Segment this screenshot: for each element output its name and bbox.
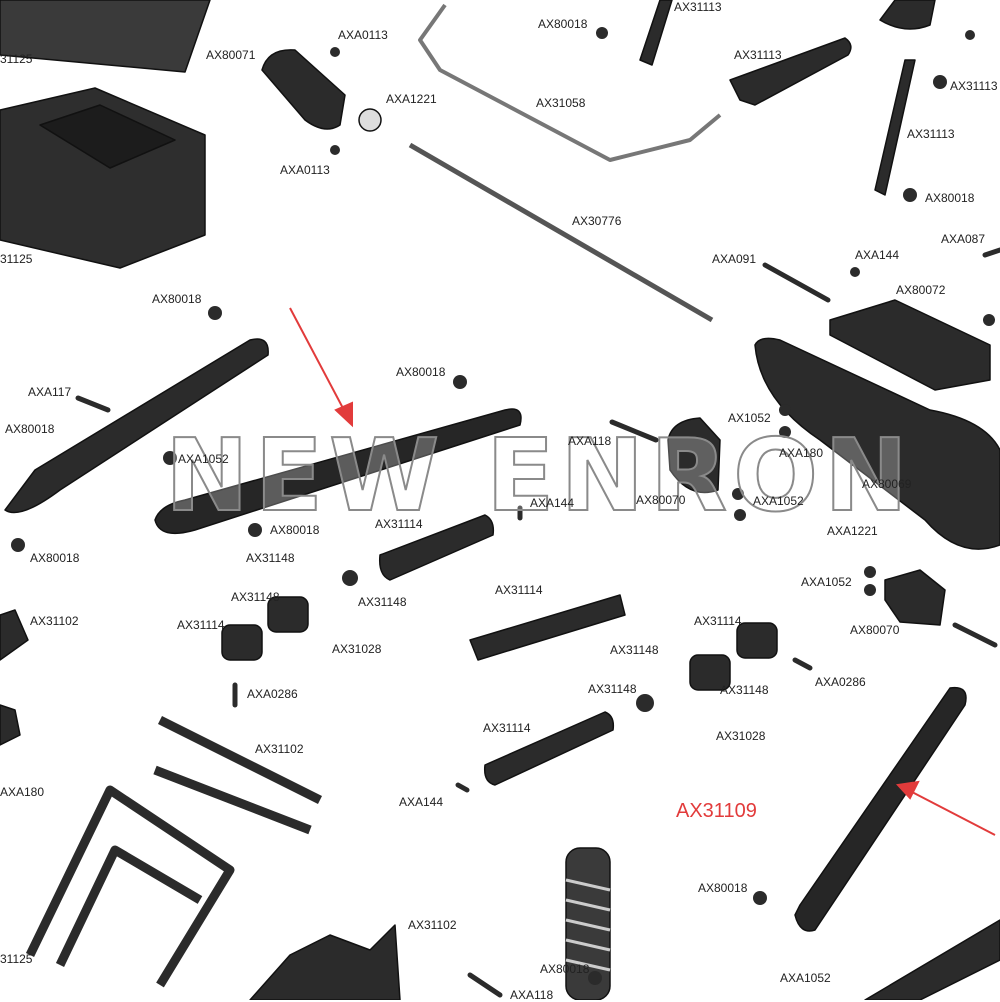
part-label: AX31028	[716, 729, 766, 743]
part-label: AXA144	[399, 795, 444, 809]
part-label: AX80018	[396, 365, 446, 379]
part-label: AX1052	[728, 411, 771, 425]
part-label: AX30776	[572, 214, 622, 228]
part-label: AX80018	[698, 881, 748, 895]
part-label: AX31114	[495, 583, 543, 597]
part-label: AX31102	[30, 614, 79, 628]
part-label: AXA118	[568, 434, 612, 448]
driveshaft-ax31114-a	[378, 514, 495, 581]
part-label: AX80018	[270, 523, 320, 537]
sway-bar-ax31058	[418, 3, 722, 162]
part-label: AXA144	[530, 496, 575, 510]
link-ax31109-left	[154, 408, 522, 535]
part-label: AXA1052	[178, 452, 229, 466]
part-label: AX80018	[30, 551, 80, 565]
part-label: AXA117	[28, 385, 72, 399]
part-label: AX31113	[950, 79, 998, 93]
part-label: AXA118	[510, 988, 554, 1002]
part-label: AXA0286	[815, 675, 866, 689]
part-label: 31125	[0, 952, 33, 966]
part-label: AX31102	[255, 742, 304, 756]
axle-sleeve-ax80071	[261, 49, 346, 130]
part-label: 31125	[0, 252, 33, 266]
part-label: AX80070	[850, 623, 900, 637]
part-label: AX80071	[206, 48, 256, 62]
part-label: AXA1052	[801, 575, 852, 589]
part-label: AX31148	[720, 683, 769, 697]
part-label: AX31028	[332, 642, 382, 656]
part-label: AX31113	[734, 48, 782, 62]
part-label: AX31113	[674, 0, 722, 14]
part-label: AX31102	[408, 918, 457, 932]
part-label: AX31058	[536, 96, 586, 110]
part-label: AX80018	[925, 191, 975, 205]
part-label: AXA180	[0, 785, 45, 799]
part-label: AX80018	[5, 422, 55, 436]
driveshaft-ax30776	[408, 142, 714, 323]
part-label: AX31114	[375, 517, 423, 531]
watermark: NEW ENRON	[164, 417, 914, 534]
part-label: AX31114	[177, 618, 225, 632]
part-label: AX31113	[907, 127, 955, 141]
part-label: AX31114	[694, 614, 742, 628]
part-label: AXA091	[712, 252, 757, 266]
highlighted-part-label: AX31109	[676, 800, 757, 822]
part-label: AX80018	[152, 292, 202, 306]
link-ax31109-right	[794, 686, 967, 932]
red-arrow	[289, 307, 996, 836]
link-mount-ax31113	[729, 37, 852, 106]
splined-shaft-ax31114	[469, 594, 626, 661]
left-upper-link	[4, 338, 269, 514]
part-label: AX80018	[538, 17, 588, 31]
mount-ax80072	[829, 299, 991, 391]
part-label: AXA144	[855, 248, 900, 262]
part-label: AX31114	[483, 721, 531, 735]
part-label: AXA0113	[338, 28, 388, 42]
part-label: AX31148	[610, 643, 659, 657]
part-label: AX31148	[246, 551, 295, 565]
part-label: AXA1221	[386, 92, 437, 106]
part-label: AX31148	[231, 590, 280, 604]
part-label: AXA1052	[753, 494, 804, 508]
part-label: AXA1052	[780, 971, 831, 985]
part-label: AXA1221	[827, 524, 878, 538]
part-label: AX80070	[636, 493, 686, 507]
part-label: AXA0113	[280, 163, 330, 177]
part-label: AX31148	[358, 595, 407, 609]
part-label: AXA087	[941, 232, 986, 246]
part-label: AXA0286	[247, 687, 298, 701]
battery-tray-top	[0, 0, 211, 73]
part-label: AX80069	[862, 477, 912, 491]
part-label: AX31148	[588, 682, 637, 696]
part-label: 31125	[0, 52, 33, 66]
part-label: AX80072	[896, 283, 946, 297]
part-label: AXA180	[779, 446, 824, 460]
part-label: AX80018	[540, 962, 590, 976]
